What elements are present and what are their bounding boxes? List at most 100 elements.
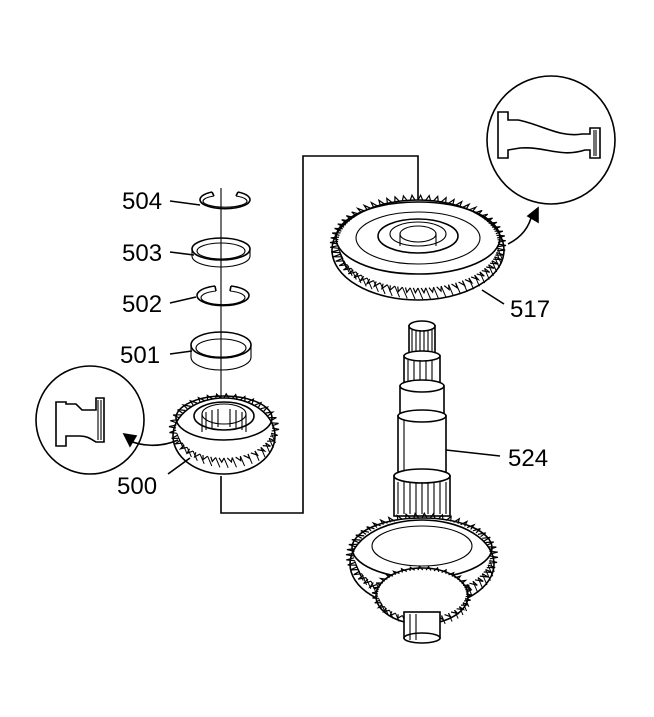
gear-500-teeth: [168, 392, 280, 468]
gear-tooth-flank: [199, 453, 205, 464]
gear-tooth: [384, 573, 394, 579]
gear-tooth-flank: [462, 602, 468, 612]
gear-tooth-flank: [223, 457, 229, 468]
gear-tooth: [254, 401, 263, 408]
callout-502: 502: [122, 291, 162, 318]
split-ring-502: [196, 285, 250, 307]
detail-arrow-lower: [127, 439, 179, 447]
gear-tooth: [271, 422, 279, 427]
gear-tooth: [485, 541, 495, 546]
gear-tooth: [436, 286, 442, 293]
gear-tooth-flank: [394, 285, 401, 298]
gear-tooth-flank: [384, 606, 389, 616]
gear-tooth: [450, 609, 460, 615]
gear-tooth: [428, 287, 435, 294]
gear-tooth: [476, 271, 485, 277]
gear-tooth-flank: [268, 438, 274, 449]
gear-tooth: [405, 512, 412, 520]
gear-tooth: [404, 287, 411, 294]
gear-tooth: [351, 539, 361, 544]
leader-504: [169, 200, 201, 206]
gear-tooth-flank: [389, 610, 394, 619]
gear-tooth-flank: [386, 284, 393, 297]
gear-tooth: [465, 589, 472, 593]
gear-tooth: [347, 561, 357, 566]
gear-tooth: [494, 230, 504, 235]
gear-tooth: [433, 195, 439, 202]
gear-tooth-flank: [448, 613, 453, 622]
gear-tooth-flank: [440, 285, 447, 298]
gear-tooth: [421, 511, 428, 519]
gear-tooth: [448, 571, 455, 577]
gear-tooth-flank: [395, 613, 400, 622]
gear-tooth: [372, 281, 381, 288]
leader-502: [169, 296, 197, 304]
gear-tooth: [400, 567, 408, 573]
gear-tooth: [173, 439, 183, 445]
gear-tooth-flank: [464, 598, 470, 607]
gear-tooth: [168, 424, 177, 429]
gear-tooth-flank: [265, 442, 271, 453]
gear-tooth: [429, 512, 436, 519]
gear-tooth: [413, 512, 420, 519]
gear-tooth: [202, 454, 208, 461]
gear-tooth: [470, 274, 481, 281]
detail-arrowhead-lower: [122, 432, 138, 448]
gear-tooth-flank: [484, 268, 490, 280]
gear-tooth: [349, 566, 359, 571]
callout-524: 524: [508, 445, 548, 472]
gear-tooth: [412, 287, 419, 295]
gear-tooth-flank: [401, 287, 408, 299]
gear-tooth-flank: [491, 260, 498, 273]
gear-tooth-flank: [351, 268, 357, 280]
leader-500: [167, 457, 191, 475]
ring-501: [190, 331, 252, 371]
gear-tooth-flank: [346, 264, 353, 277]
gear-tooth-flank: [361, 573, 368, 586]
gear-tooth: [188, 399, 198, 406]
gear-tooth: [495, 252, 504, 256]
gear-tooth-flank: [207, 456, 213, 467]
gear-tooth: [486, 264, 495, 269]
callout-501: 501: [120, 342, 160, 369]
assembly-path-line: [220, 155, 419, 514]
gear-tooth-flank: [481, 573, 488, 586]
gear-tooth-flank: [448, 284, 454, 297]
gear-500: [168, 392, 280, 475]
gear-tooth: [366, 526, 375, 532]
gear-tooth: [377, 198, 385, 206]
gear-tooth: [488, 560, 498, 564]
gear-tooth: [409, 193, 416, 201]
gear-tooth-flank: [254, 450, 260, 461]
gear-tooth-flank: [339, 252, 345, 264]
gear-tooth-flank: [181, 442, 188, 453]
shaft-524: [345, 320, 499, 644]
gear-tooth: [265, 411, 275, 417]
gear-tooth-flank: [343, 260, 350, 273]
gear-tooth: [437, 513, 444, 520]
gear-tooth: [441, 568, 447, 574]
gear-tooth: [247, 397, 255, 404]
gear-tooth: [392, 570, 400, 576]
gear-tooth: [355, 207, 366, 214]
callout-517: 517: [510, 296, 550, 323]
gear-tooth: [181, 404, 191, 410]
gear-tooth-flank: [433, 287, 439, 299]
gear-517-teeth: [329, 193, 507, 300]
gear-tooth-flank: [458, 606, 464, 616]
ring-503: [191, 237, 251, 268]
gear-tooth: [496, 247, 506, 252]
gear-tooth: [346, 557, 355, 562]
gear-tooth: [468, 205, 478, 213]
gear-tooth-flank: [373, 280, 379, 292]
gear-tooth: [335, 257, 345, 262]
gear-tooth: [401, 194, 408, 201]
gear-tooth: [462, 584, 470, 589]
gear-tooth: [454, 575, 462, 581]
gear-tooth-flank: [487, 564, 494, 577]
gear-tooth-flank: [379, 282, 386, 295]
gear-tooth-flank: [378, 598, 383, 607]
gear-tooth: [206, 394, 213, 400]
gear-tooth: [240, 395, 246, 402]
